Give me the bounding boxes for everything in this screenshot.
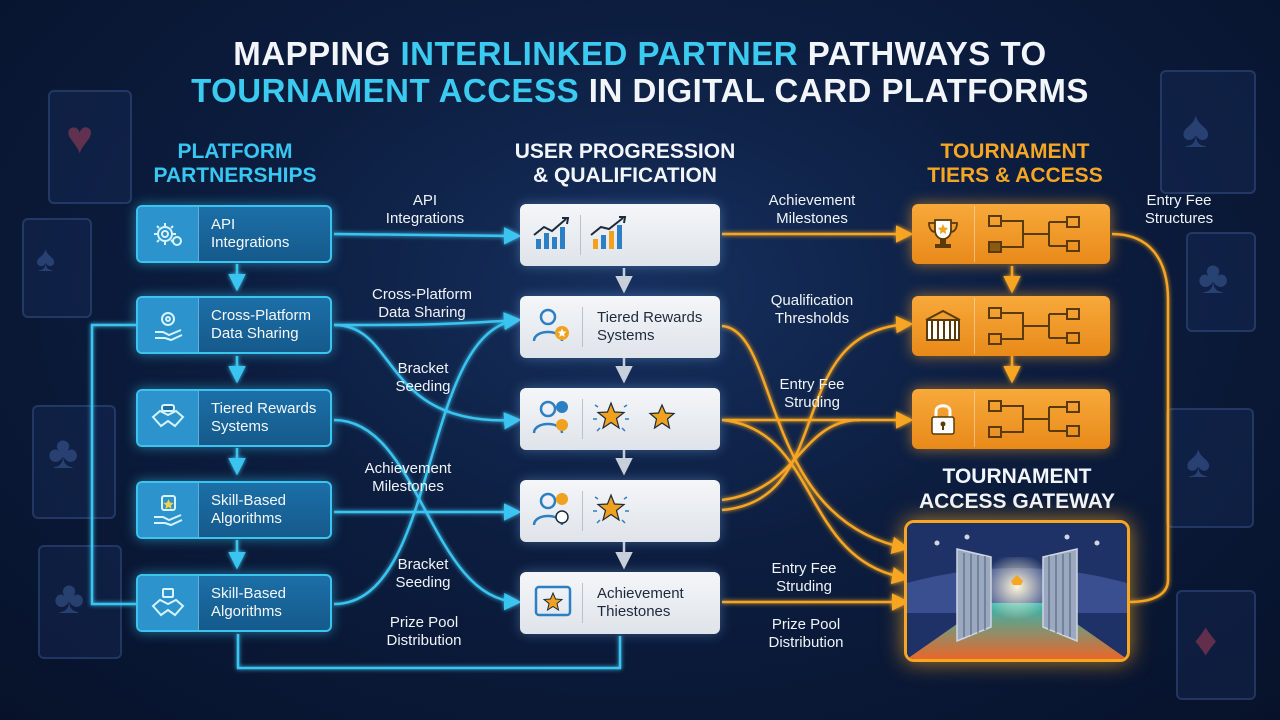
growth-chart-icon bbox=[587, 213, 631, 258]
node-separator bbox=[582, 491, 583, 531]
link-skill-bottom-to-rewards bbox=[333, 312, 522, 606]
link-left-loop bbox=[90, 323, 136, 606]
link-data-sharing-to-rewards bbox=[333, 312, 522, 330]
hand-gear-icon bbox=[138, 298, 199, 352]
link-api-to-growth bbox=[333, 227, 522, 245]
trophy-icon bbox=[912, 206, 975, 262]
link-rewards-to-gateway bbox=[721, 324, 910, 554]
column-header-user-progression: USER PROGRESSION& QUALIFICATION bbox=[514, 140, 736, 187]
bracket-icon bbox=[975, 397, 1110, 441]
link-bottom-loop bbox=[236, 634, 622, 670]
arena-icon bbox=[912, 298, 975, 354]
background-card bbox=[22, 218, 92, 318]
background-card bbox=[1176, 590, 1256, 700]
club-icon: ♣ bbox=[48, 426, 79, 478]
page-title-line2: TOURNAMENT ACCESS IN DIGITAL CARD PLATFO… bbox=[191, 72, 1089, 109]
handshake-icon bbox=[138, 576, 199, 630]
background-card bbox=[1186, 232, 1256, 332]
lock-icon bbox=[912, 391, 975, 447]
background-card bbox=[48, 90, 132, 204]
user-badge-icon bbox=[530, 305, 576, 350]
node-separator bbox=[580, 215, 581, 255]
node-separator bbox=[582, 307, 583, 347]
link-achievement-to-lock bbox=[721, 418, 861, 502]
stadium-gate-illustration bbox=[907, 523, 1127, 659]
diamond-icon: ♦ bbox=[1194, 613, 1218, 665]
sparkle-star-icon bbox=[589, 397, 633, 442]
club-icon: ♣ bbox=[1198, 251, 1229, 303]
handshake-icon bbox=[138, 391, 199, 445]
sparkle-star-icon bbox=[589, 489, 633, 534]
tournament-access-gateway[interactable] bbox=[904, 520, 1130, 662]
page-title-line1: MAPPING INTERLINKED PARTNER PATHWAYS TO bbox=[233, 35, 1047, 72]
tier-node-lock[interactable] bbox=[912, 389, 1110, 449]
user-star-icon bbox=[530, 397, 576, 442]
growth-chart-icon bbox=[530, 213, 574, 258]
node-separator bbox=[582, 399, 583, 439]
node-separator bbox=[582, 583, 583, 623]
background-card bbox=[38, 545, 122, 659]
user-star-icon bbox=[530, 489, 576, 534]
background-card bbox=[1160, 70, 1256, 194]
progression-node-stars-1[interactable] bbox=[520, 388, 720, 450]
progression-node-stars-2[interactable] bbox=[520, 480, 720, 542]
link-stars-to-gateway bbox=[721, 418, 910, 585]
bracket-icon bbox=[975, 304, 1110, 348]
link-achievement-to-arena bbox=[721, 315, 914, 512]
spade-icon: ♠ bbox=[1186, 435, 1211, 487]
heart-icon: ♥ bbox=[66, 111, 94, 163]
spade-icon: ♠ bbox=[36, 238, 56, 279]
spade-icon: ♠ bbox=[1182, 101, 1210, 159]
tier-node-arena[interactable] bbox=[912, 296, 1110, 356]
background-card bbox=[32, 405, 116, 519]
link-right-loop bbox=[1111, 232, 1170, 604]
gear-icon bbox=[138, 207, 199, 261]
hand-star-icon bbox=[138, 483, 199, 537]
progression-node-growth[interactable] bbox=[520, 204, 720, 266]
star-icon bbox=[647, 402, 677, 437]
link-data-sharing-to-stars bbox=[333, 323, 522, 430]
tier-node-trophy[interactable] bbox=[912, 204, 1110, 264]
bracket-icon bbox=[975, 212, 1110, 256]
club-icon: ♣ bbox=[54, 571, 85, 623]
link-rewards-to-achievement bbox=[333, 418, 522, 611]
star-certificate-icon bbox=[530, 581, 576, 626]
